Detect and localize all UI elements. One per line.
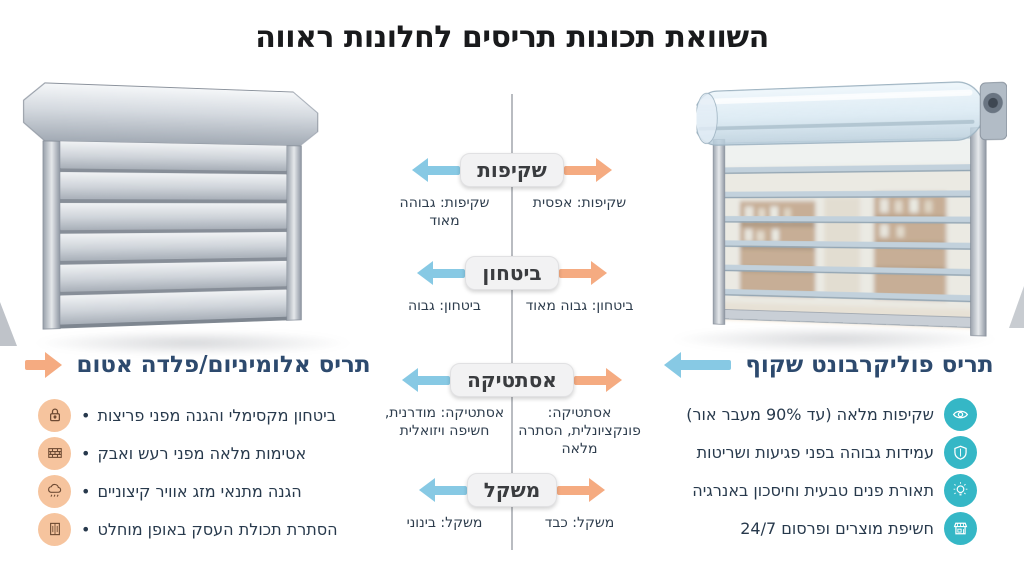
category-pill: שקיפות <box>460 153 564 187</box>
feature-text: הגנה מתנאי מזג אוויר קיצוניים <box>97 481 302 501</box>
rain-cloud-icon <box>38 474 71 508</box>
center-divider-line <box>511 94 513 550</box>
comparison-row-transparency: שקיפות שקיפות: גבוהה מאוד שקיפות: אפסית <box>377 153 647 230</box>
left-value: משקל: בינוני <box>406 515 483 531</box>
feature-row: שקיפות מלאה (עד 90% מעבר אור) <box>686 396 977 432</box>
right-floor-wedge <box>1009 286 1024 328</box>
brick-wall-icon <box>38 436 71 470</box>
bullet-marker <box>81 520 90 539</box>
right-value: משקל: כבד <box>544 515 615 531</box>
feature-text: חשיפת מוצרים ופרסום 24/7 <box>740 518 934 538</box>
arrow-right-orange-icon <box>573 368 622 392</box>
comparison-row-weight: משקל משקל: בינוני משקל: כבד <box>377 473 647 532</box>
door-icon <box>38 512 71 546</box>
feature-row: הגנה מתנאי מזג אוויר קיצוניים <box>38 473 302 509</box>
left-value: אסתטיקה: מודרנית, חשיפה ויזואלית <box>384 405 505 440</box>
right-value: שקיפות: אפסית <box>532 195 627 211</box>
shield-icon <box>944 435 977 469</box>
storefront-icon <box>944 511 977 545</box>
orange-arrow-right-icon <box>25 352 63 378</box>
lock-icon <box>38 398 71 432</box>
aluminium-shutter-illustration <box>20 80 360 338</box>
arrow-left-blue-icon <box>402 368 451 392</box>
feature-text: ביטחון מקסימלי והגנה מפני פריצות <box>97 405 336 425</box>
arrow-left-blue-icon <box>418 478 467 502</box>
right-shutter-shadow <box>664 326 1004 352</box>
feature-row: ביטחון מקסימלי והגנה מפני פריצות <box>38 397 336 433</box>
bullet-marker <box>81 482 90 501</box>
category-pill: משקל <box>466 473 558 507</box>
category-pill: ביטחון <box>465 256 559 290</box>
feature-row: הסתרת תכולת העסק באופן מוחלט <box>38 511 338 547</box>
eye-icon <box>944 397 977 431</box>
feature-text: עמידות גבוהה בפני פגיעות ושריטות <box>696 442 934 462</box>
left-shutter-shadow <box>28 330 358 356</box>
bullet-marker <box>81 444 90 463</box>
bulb-icon <box>944 473 977 507</box>
bullet-marker <box>81 406 90 425</box>
aluminium-section-header: תריס אלומיניום/פלדה אטום <box>22 352 374 378</box>
right-value: ביטחון: גבוה מאוד <box>525 298 634 314</box>
feature-text: אטימות מלאה מפני רעש ואבק <box>97 443 307 463</box>
arrow-left-blue-icon <box>417 261 466 285</box>
arrow-left-blue-icon <box>412 158 461 182</box>
left-floor-wedge <box>0 302 17 346</box>
comparison-row-security: ביטחון ביטחון: גבוה ביטחון: גבוה מאוד <box>377 256 647 315</box>
left-value: שקיפות: גבוהה מאוד <box>399 195 490 230</box>
blue-arrow-left-icon <box>664 352 732 378</box>
polycarbonate-shutter-illustration <box>655 74 1007 348</box>
polycarbonate-section-header: תריס פוליקרבונט שקוף <box>650 352 1008 378</box>
feature-row: עמידות גבוהה בפני פגיעות ושריטות <box>697 434 977 470</box>
arrow-right-orange-icon <box>558 261 607 285</box>
section-heading: תריס פוליקרבונט שקוף <box>745 352 994 378</box>
feature-row: חשיפת מוצרים ופרסום 24/7 <box>740 510 977 546</box>
page-title: השוואת תכונות תריסים לחלונות ראווה <box>255 20 769 55</box>
feature-text: שקיפות מלאה (עד 90% מעבר אור) <box>686 404 934 424</box>
feature-text: תאורת פנים טבעית וחיסכון באנרגיה <box>692 480 934 500</box>
right-value: אסתטיקה: פונקציונלית, הסתרה מלאה <box>518 405 641 458</box>
category-pill: אסתטיקה <box>450 363 574 397</box>
feature-row: אטימות מלאה מפני רעש ואבק <box>38 435 306 471</box>
arrow-right-orange-icon <box>557 478 606 502</box>
comparison-row-aesthetics: אסתטיקה אסתטיקה: מודרנית, חשיפה ויזואלית… <box>377 363 647 459</box>
section-heading: תריס אלומיניום/פלדה אטום <box>76 352 371 378</box>
left-value: ביטחון: גבוה <box>407 298 482 314</box>
arrow-right-orange-icon <box>563 158 612 182</box>
feature-text: הסתרת תכולת העסק באופן מוחלט <box>97 519 338 539</box>
feature-row: תאורת פנים טבעית וחיסכון באנרגיה <box>692 472 977 508</box>
